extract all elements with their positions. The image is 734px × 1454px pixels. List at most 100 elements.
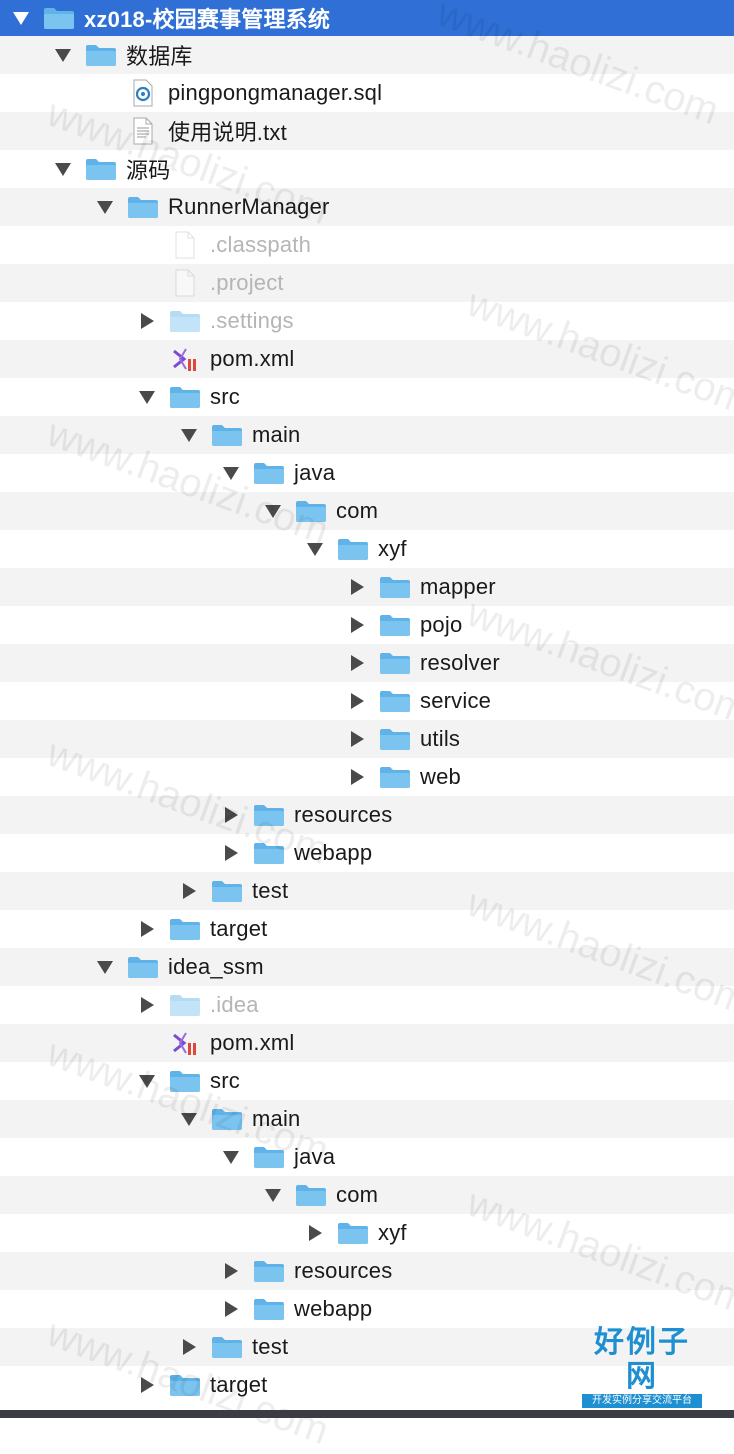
- tree-row-label: java: [294, 1144, 336, 1169]
- disclosure-collapsed-icon[interactable]: [222, 1262, 240, 1280]
- tree-row[interactable]: main: [0, 1100, 734, 1138]
- folder-icon: [252, 801, 286, 829]
- tree-row[interactable]: xyf: [0, 1214, 734, 1252]
- tree-row-label: RunnerManager: [168, 194, 330, 219]
- tree-row-label: .settings: [210, 308, 294, 333]
- disclosure-collapsed-icon[interactable]: [222, 806, 240, 824]
- tree-row[interactable]: RunnerManager: [0, 188, 734, 226]
- disclosure-collapsed-icon[interactable]: [138, 996, 156, 1014]
- tree-row[interactable]: pingpongmanager.sql: [0, 74, 734, 112]
- file-icon: [168, 231, 202, 259]
- xml-file-icon: [168, 1029, 202, 1057]
- tree-row[interactable]: utils: [0, 720, 734, 758]
- tree-row[interactable]: resources: [0, 796, 734, 834]
- tree-row-label: resources: [294, 802, 393, 827]
- tree-row[interactable]: 使用说明.txt: [0, 112, 734, 150]
- tree-row[interactable]: test: [0, 872, 734, 910]
- disclosure-collapsed-icon[interactable]: [348, 616, 366, 634]
- disclosure-expanded-icon[interactable]: [96, 958, 114, 976]
- disclosure-expanded-icon[interactable]: [222, 1148, 240, 1166]
- tree-row-label: pom.xml: [210, 346, 295, 371]
- disclosure-expanded-icon[interactable]: [12, 9, 30, 27]
- site-logo: 好例子网 开发实例分享交流平台: [582, 1326, 702, 1408]
- disclosure-expanded-icon[interactable]: [306, 540, 324, 558]
- tree-row[interactable]: mapper: [0, 568, 734, 606]
- tree-row[interactable]: resources: [0, 1252, 734, 1290]
- tree-row[interactable]: pom.xml: [0, 1024, 734, 1062]
- disclosure-expanded-icon[interactable]: [180, 1110, 198, 1128]
- disclosure-collapsed-icon[interactable]: [180, 882, 198, 900]
- tree-row-label: pingpongmanager.sql: [168, 80, 383, 105]
- tree-row[interactable]: test: [0, 1328, 734, 1366]
- tree-row[interactable]: target: [0, 1366, 734, 1404]
- folder-icon: [126, 953, 160, 981]
- disclosure-expanded-icon[interactable]: [96, 198, 114, 216]
- disclosure-expanded-icon[interactable]: [264, 1186, 282, 1204]
- disclosure-collapsed-icon[interactable]: [222, 1300, 240, 1318]
- folder-icon: [168, 991, 202, 1019]
- disclosure-expanded-icon[interactable]: [264, 502, 282, 520]
- disclosure-collapsed-icon[interactable]: [180, 1338, 198, 1356]
- file-icon: [168, 269, 202, 297]
- disclosure-expanded-icon[interactable]: [222, 464, 240, 482]
- tree-row[interactable]: com: [0, 1176, 734, 1214]
- tree-row-label: idea_ssm: [168, 954, 264, 979]
- tree-row[interactable]: src: [0, 378, 734, 416]
- tree-row[interactable]: pojo: [0, 606, 734, 644]
- folder-icon: [294, 497, 328, 525]
- folder-icon: [378, 725, 412, 753]
- tree-row[interactable]: com: [0, 492, 734, 530]
- disclosure-collapsed-icon[interactable]: [138, 920, 156, 938]
- tree-row[interactable]: webapp: [0, 834, 734, 872]
- tree-row-label: .idea: [210, 992, 259, 1017]
- disclosure-collapsed-icon[interactable]: [222, 844, 240, 862]
- tree-row-label: pojo: [420, 612, 463, 637]
- folder-icon: [294, 1181, 328, 1209]
- disclosure-collapsed-icon[interactable]: [138, 312, 156, 330]
- tree-row[interactable]: .settings: [0, 302, 734, 340]
- disclosure-collapsed-icon[interactable]: [348, 654, 366, 672]
- tree-row[interactable]: pom.xml: [0, 340, 734, 378]
- tree-row[interactable]: .idea: [0, 986, 734, 1024]
- tree-row[interactable]: 源码: [0, 150, 734, 188]
- disclosure-collapsed-icon[interactable]: [348, 692, 366, 710]
- disclosure-expanded-icon[interactable]: [180, 426, 198, 444]
- tree-row-label: resources: [294, 1258, 393, 1283]
- tree-row[interactable]: java: [0, 454, 734, 492]
- tree-row[interactable]: src: [0, 1062, 734, 1100]
- tree-row[interactable]: web: [0, 758, 734, 796]
- tree-row-label: src: [210, 384, 240, 409]
- tree-row-label: resolver: [420, 650, 500, 675]
- disclosure-expanded-icon[interactable]: [54, 160, 72, 178]
- disclosure-expanded-icon[interactable]: [138, 388, 156, 406]
- tree-row[interactable]: webapp: [0, 1290, 734, 1328]
- folder-icon: [378, 687, 412, 715]
- disclosure-collapsed-icon[interactable]: [348, 768, 366, 786]
- tree-row-label: test: [252, 1334, 289, 1359]
- disclosure-expanded-icon[interactable]: [54, 46, 72, 64]
- tree-row-label: .project: [210, 270, 284, 295]
- sql-file-icon: [126, 79, 160, 107]
- disclosure-collapsed-icon[interactable]: [348, 578, 366, 596]
- tree-row[interactable]: idea_ssm: [0, 948, 734, 986]
- tree-row[interactable]: 数据库: [0, 36, 734, 74]
- tree-row-label: 源码: [126, 158, 171, 183]
- tree-row-label: webapp: [294, 840, 373, 865]
- disclosure-collapsed-icon[interactable]: [138, 1376, 156, 1394]
- folder-icon: [210, 877, 244, 905]
- folder-icon: [210, 1333, 244, 1361]
- tree-row[interactable]: main: [0, 416, 734, 454]
- disclosure-expanded-icon[interactable]: [138, 1072, 156, 1090]
- disclosure-collapsed-icon[interactable]: [306, 1224, 324, 1242]
- tree-row[interactable]: xyf: [0, 530, 734, 568]
- tree-row[interactable]: java: [0, 1138, 734, 1176]
- folder-icon: [210, 421, 244, 449]
- tree-row[interactable]: service: [0, 682, 734, 720]
- tree-row[interactable]: xz018-校园赛事管理系统: [0, 0, 734, 36]
- disclosure-collapsed-icon[interactable]: [348, 730, 366, 748]
- tree-row[interactable]: .project: [0, 264, 734, 302]
- tree-row[interactable]: .classpath: [0, 226, 734, 264]
- folder-icon: [336, 1219, 370, 1247]
- tree-row[interactable]: resolver: [0, 644, 734, 682]
- tree-row[interactable]: target: [0, 910, 734, 948]
